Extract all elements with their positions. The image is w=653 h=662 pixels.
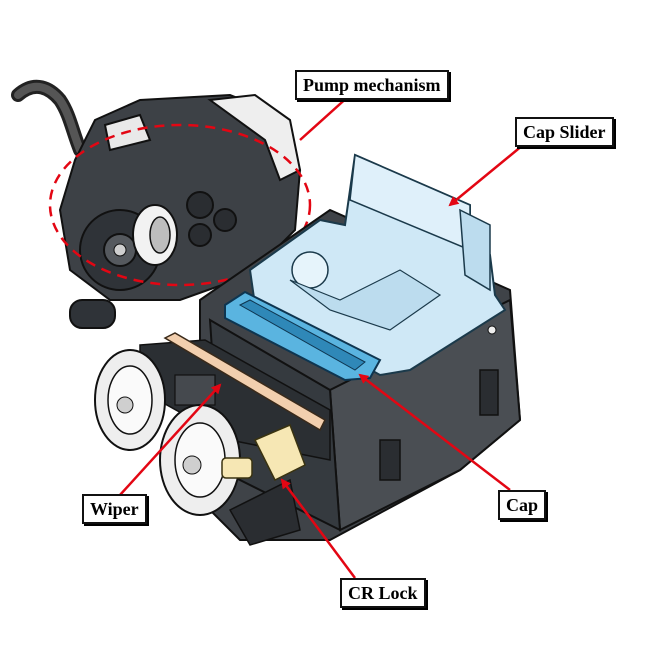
cap [224, 290, 382, 382]
wiper-label: Wiper [82, 494, 147, 524]
cap-arrow [358, 373, 511, 491]
cr-lock-label: CR Lock [340, 578, 426, 608]
gear-wheels [94, 349, 241, 516]
pump-leader-line [299, 94, 351, 141]
pump-mechanism [58, 93, 302, 329]
pump-mechanism-label: Pump mechanism [295, 70, 449, 100]
cr-lock-arrow [280, 478, 357, 579]
cap-slider-label: Cap Slider [515, 117, 614, 147]
cable [11, 79, 87, 157]
cr-lock [221, 424, 306, 482]
wiper-arrow [119, 383, 222, 496]
cap-slider-arrow [448, 144, 524, 207]
cap-label: Cap [498, 490, 547, 520]
pump-highlight-outline [48, 123, 312, 287]
cap-slider [248, 153, 507, 377]
